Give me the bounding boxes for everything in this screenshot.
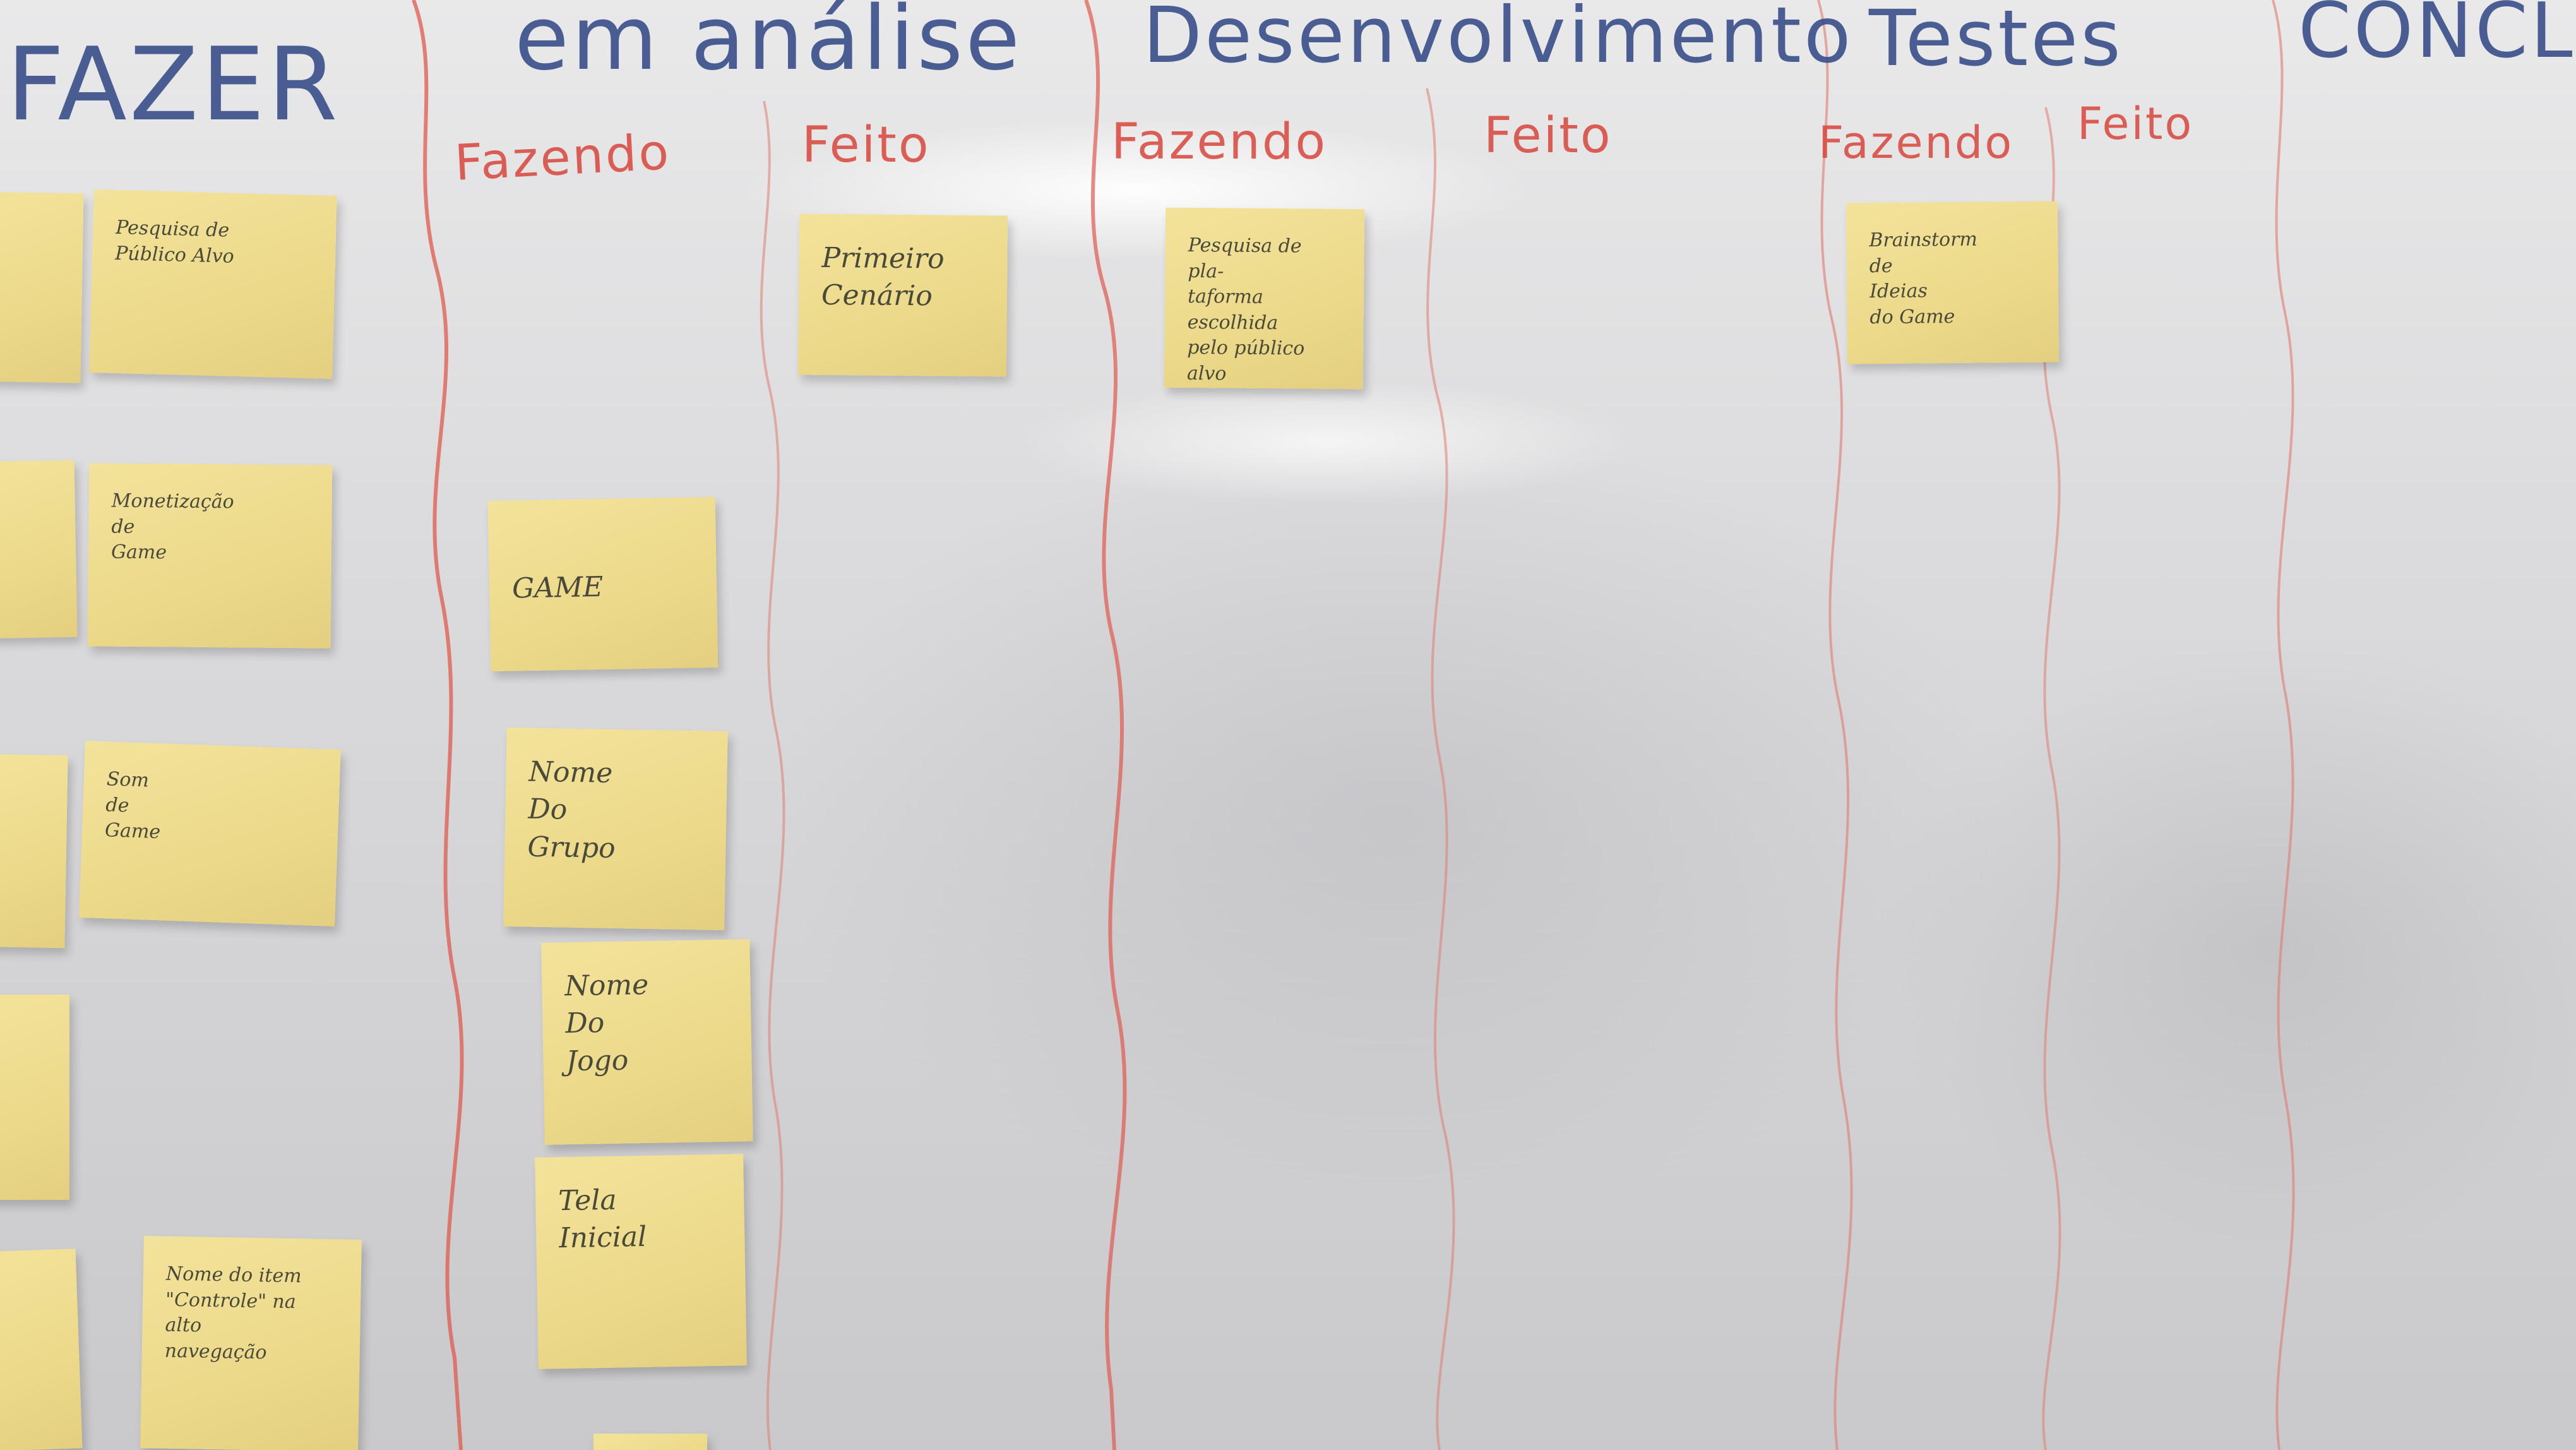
sticky-note-pesquisa-publico-alvo[interactable]: Pesquisa de Público Alvo <box>89 189 337 379</box>
divider-testes-concluido <box>2272 0 2295 1450</box>
sticky-note-partial[interactable] <box>593 1434 707 1450</box>
sticky-note-brainstorm-ideias[interactable]: Brainstorm de Ideias do Game <box>1846 201 2060 364</box>
sticky-note-partial[interactable] <box>0 753 68 949</box>
divider-fazer-analise <box>412 0 464 1450</box>
sticky-note-nome-do-jogo[interactable]: Nome Do Jogo <box>541 939 753 1145</box>
subheader-dev-fazendo: Fazendo <box>1111 114 1328 171</box>
sticky-note-tela-inicial[interactable]: Tela Inicial <box>535 1154 747 1369</box>
column-header-desenvolvimento: Desenvolvimento <box>1143 0 1854 80</box>
divider-analise-mid <box>760 100 785 1450</box>
divider-dev-testes <box>1817 0 1853 1450</box>
column-header-testes: Testes <box>1869 0 2123 83</box>
sticky-note-monetizacao[interactable]: Monetização de Game <box>87 463 333 649</box>
subheader-analise-feito: Feito <box>802 117 931 174</box>
sticky-note-nome-do-grupo[interactable]: Nome Do Grupo <box>503 727 728 931</box>
subheader-analise-fazendo: Fazendo <box>453 124 672 192</box>
divider-dev-mid <box>1426 88 1455 1450</box>
sticky-note-pesquisa-plataforma[interactable]: Pesquisa de pla- taforma escolhida pelo … <box>1164 207 1365 390</box>
sticky-note-som-de-game[interactable]: Som de Game <box>79 741 341 926</box>
subheader-testes-fazendo: Fazendo <box>1818 117 2014 169</box>
sticky-note-game[interactable]: GAME <box>487 496 719 672</box>
sticky-note-partial[interactable] <box>0 995 69 1200</box>
column-header-analise: em análise <box>515 0 1023 90</box>
sticky-note-partial[interactable] <box>0 191 84 383</box>
sticky-note-item-controle[interactable]: Nome do item "Controle" na alto navegaçã… <box>140 1236 362 1450</box>
sticky-note-partial[interactable] <box>0 1249 83 1450</box>
divider-analise-dev <box>1084 0 1127 1450</box>
column-header-concluido: CONCLU <box>2298 0 2576 75</box>
subheader-testes-feito: Feito <box>2077 98 2194 150</box>
sticky-note-primeiro-cenario[interactable]: Primeiro Cenário <box>797 213 1008 377</box>
subheader-dev-feito: Feito <box>1484 107 1613 164</box>
sticky-note-partial[interactable] <box>0 460 78 639</box>
column-header-fazer: FAZER <box>6 25 340 143</box>
